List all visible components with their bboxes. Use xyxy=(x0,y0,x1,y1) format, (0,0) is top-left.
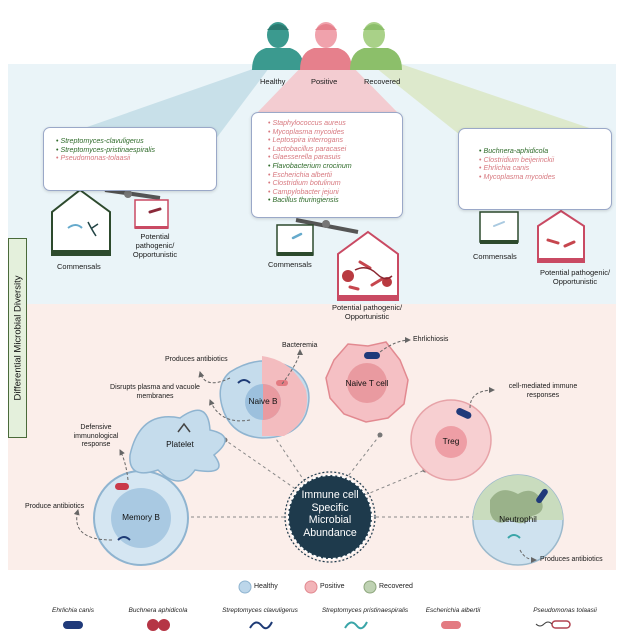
pseudomonas-tolaasii-icon xyxy=(535,620,571,629)
recovered-species-list: Buchnera-aphidicolaClostridium beijerinc… xyxy=(459,129,611,181)
recovered-commensals-label: Commensals xyxy=(473,252,517,261)
positive-species-item: Leptospira interrogans xyxy=(268,136,402,145)
treg-cell xyxy=(410,399,492,481)
positive-commensals-label: Commensals xyxy=(268,260,312,269)
positive-species-item: Staphylococcus aureus xyxy=(268,119,402,128)
streptomyces-pristinaespiralis-icon xyxy=(344,621,368,630)
sidebar-title-box: Differential Microbial Diversity xyxy=(8,238,27,438)
healthy-species-item: Pseudomonas-tolaasii xyxy=(56,154,216,163)
platelet-label: Platelet xyxy=(166,439,194,449)
produces-antibiotics-bottom-label: Produces antibiotics xyxy=(540,556,603,563)
microbe-label-pseudomonas: Pseudomonas tolaasii xyxy=(533,607,597,614)
microbe-rod-naivet-icon xyxy=(364,352,380,359)
microbe-label-buchnera: Buchnera aphidicola xyxy=(128,607,188,614)
microbe-label-pristinaespiralis: Streptomyces pristinaespiralis xyxy=(321,607,409,614)
microbe-branch-naiveb-icon xyxy=(237,379,251,384)
positive-species-item: Bacillus thuringiensis xyxy=(268,196,402,205)
naive-b-label: Naive B xyxy=(248,396,278,406)
streptomyces-clavuligerus-icon xyxy=(249,621,273,630)
microbe-branch-neutrophil-icon xyxy=(507,534,521,539)
recovered-species-item: Ehrlichia canis xyxy=(479,164,611,173)
microbe-rod-neutrophil-icon xyxy=(536,488,548,504)
positive-species-item: Lactobacillus paracasei xyxy=(268,145,402,154)
bacteremia-label: Bacteremia xyxy=(282,342,318,349)
legend-positive-label: Positive xyxy=(320,583,345,590)
treg-label: Treg xyxy=(442,436,460,446)
microbe-rod-naiveb-icon xyxy=(276,380,288,386)
naive-t-label: Naive T cell xyxy=(345,378,389,388)
recovered-species-item: Clostridium beijerinckii xyxy=(479,156,611,165)
healthy-commensals-label: Commensals xyxy=(57,262,101,271)
sidebar-title: Differential Microbial Diversity xyxy=(12,275,23,401)
positive-beam xyxy=(255,60,400,115)
legend-recovered-label: Recovered xyxy=(379,583,413,590)
positive-species-item: Flavobacterium crocinum xyxy=(268,162,402,171)
memory-b-label: Memory B xyxy=(122,512,160,522)
ehrlichia-canis-icon xyxy=(63,621,83,629)
positive-species-item: Escherichia albertii xyxy=(268,171,402,180)
microbe-flagella-platelet-icon xyxy=(177,422,191,433)
healthy-species-list: Streptomyces-clavuligerusStreptomyces-pr… xyxy=(44,128,216,163)
healthy-scale-icon xyxy=(51,188,169,256)
hub-circle xyxy=(284,471,376,563)
microbe-branch-memoryb-icon xyxy=(117,536,131,541)
microbe-label-escherichia: Escherichia albertii xyxy=(425,607,481,614)
healthy-label: Healthy xyxy=(260,77,286,86)
recovered-pathogenic-label: Potential pathogenic/ Opportunistic xyxy=(539,268,611,286)
healthy-beam xyxy=(50,56,278,140)
positive-pathogenic-label: Potential pathogenic/ Opportunistic xyxy=(331,303,403,321)
legend-recovered-swatch xyxy=(363,580,377,594)
produces-antibiotics-top-label: Produces antibiotics xyxy=(165,356,228,363)
cell-mediated-label: cell-mediated immune responses xyxy=(508,383,578,399)
healthy-species-box: Streptomyces-clavuligerusStreptomyces-pr… xyxy=(43,127,217,191)
healthy-pathogenic-label: Potential pathogenic/ Opportunistic xyxy=(132,232,178,259)
naive-t-cell xyxy=(325,341,409,423)
positive-person-icon xyxy=(300,22,352,70)
disrupts-membranes-label: Disrupts plasma and vacuole membranes xyxy=(110,384,200,400)
neutrophil-label: Neutrophil xyxy=(499,514,537,524)
healthy-species-item: Streptomyces-clavuligerus xyxy=(56,137,216,146)
ehrlichiosis-label: Ehrlichiosis xyxy=(413,336,449,343)
healthy-person-icon xyxy=(252,22,304,70)
positive-species-list: Staphylococcus aureusMycoplasma mycoides… xyxy=(252,113,402,205)
positive-species-item: Clostridium botulinum xyxy=(268,179,402,188)
positive-species-box: Staphylococcus aureusMycoplasma mycoides… xyxy=(251,112,403,218)
hub-title: Immune cell Specific Microbial Abundance xyxy=(301,489,359,539)
microbe-rod-treg-icon xyxy=(456,408,472,419)
recovered-beam xyxy=(366,60,610,135)
positive-species-item: Campylobacter jejuni xyxy=(268,188,402,197)
escherichia-albertii-icon xyxy=(441,621,461,629)
healthy-species-item: Streptomyces-pristinaespiralis xyxy=(56,146,216,155)
defensive-response-label: Defensive immunological response xyxy=(73,424,119,448)
recovered-species-item: Mycoplasma mycoides xyxy=(479,173,611,182)
legend-healthy-label: Healthy xyxy=(254,583,278,590)
recovered-label: Recovered xyxy=(364,77,401,86)
buchnera-aphidicola-icon xyxy=(147,619,170,631)
recovered-species-box: Buchnera-aphidicolaClostridium beijerinc… xyxy=(458,128,612,210)
recovered-person-icon xyxy=(350,22,402,70)
legend-positive-swatch xyxy=(304,580,318,594)
positive-species-item: Glaesserella parasuis xyxy=(268,153,402,162)
produce-antibiotics-left-label: Produce antibiotics xyxy=(25,503,85,510)
recovered-species-item: Buchnera-aphidicola xyxy=(479,147,611,156)
annotation-arrows xyxy=(73,337,537,563)
microbe-label-clavuligerus: Streptomyces clavuligerus xyxy=(222,607,298,614)
microbe-on-memory-b-icon xyxy=(115,483,129,490)
positive-label: Positive xyxy=(311,77,338,86)
positive-scale-icon xyxy=(276,218,399,301)
platelet-cell xyxy=(129,409,226,482)
legend-healthy-swatch xyxy=(238,580,252,594)
positive-species-item: Mycoplasma mycoides xyxy=(268,128,402,137)
microbe-label-ehrlichia: Ehrlichia canis xyxy=(52,607,94,614)
